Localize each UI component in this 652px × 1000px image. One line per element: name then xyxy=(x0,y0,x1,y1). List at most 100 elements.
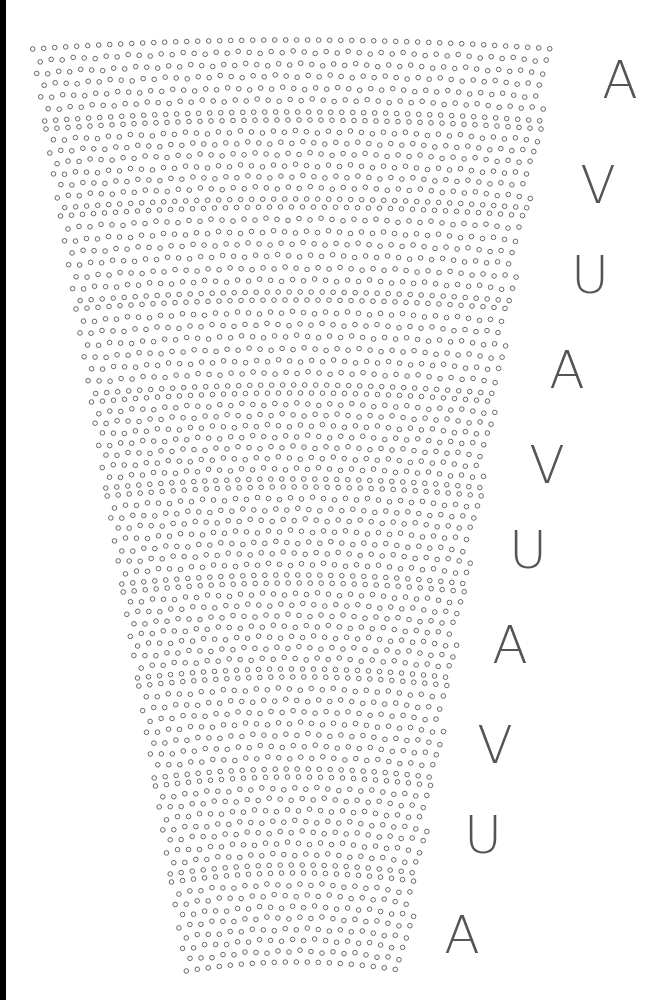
dot xyxy=(132,190,137,195)
dot xyxy=(408,324,413,329)
dot xyxy=(332,99,337,104)
dot xyxy=(537,119,542,124)
dot xyxy=(189,565,194,570)
dot xyxy=(308,150,313,155)
dot xyxy=(357,88,362,93)
dot xyxy=(495,260,500,265)
dot xyxy=(258,446,263,451)
dot xyxy=(244,99,249,104)
dot xyxy=(273,73,278,78)
dot xyxy=(524,206,529,211)
dot xyxy=(208,510,213,515)
dot xyxy=(470,440,475,445)
dot xyxy=(205,593,210,598)
dot xyxy=(88,191,93,196)
dot xyxy=(346,348,351,353)
dot xyxy=(293,591,298,596)
dot xyxy=(418,256,423,261)
dot xyxy=(421,208,426,213)
dot xyxy=(438,113,443,118)
dot xyxy=(277,99,282,104)
dot xyxy=(235,175,240,180)
dot xyxy=(198,583,203,588)
dot xyxy=(467,484,472,489)
dot xyxy=(211,563,216,568)
dot xyxy=(80,212,85,217)
dot xyxy=(293,231,298,236)
dot xyxy=(170,481,175,486)
dot xyxy=(131,549,136,554)
dot xyxy=(247,414,252,419)
dot xyxy=(452,328,457,333)
dot xyxy=(220,582,225,587)
dot xyxy=(122,365,127,370)
dot xyxy=(184,300,189,305)
dot xyxy=(82,93,87,98)
dot xyxy=(503,344,508,349)
dot xyxy=(199,426,204,431)
dot xyxy=(296,506,301,511)
dot xyxy=(445,54,450,59)
dot xyxy=(513,170,518,175)
dot xyxy=(340,508,345,513)
dot xyxy=(143,588,148,593)
dot xyxy=(111,431,116,436)
dot xyxy=(393,267,398,272)
dot xyxy=(319,254,324,259)
dot xyxy=(478,390,483,395)
dot xyxy=(92,147,97,152)
dot xyxy=(307,573,312,578)
dot xyxy=(291,49,296,54)
dot xyxy=(125,314,130,319)
dot xyxy=(62,138,67,143)
dot xyxy=(415,270,420,275)
dot xyxy=(132,156,137,161)
dot xyxy=(458,132,463,137)
dot xyxy=(241,542,246,547)
dot xyxy=(357,50,362,55)
dot xyxy=(370,231,375,236)
dot xyxy=(58,214,63,219)
dot xyxy=(209,187,214,192)
dot xyxy=(444,245,449,250)
dot xyxy=(144,460,149,465)
dot xyxy=(186,509,191,514)
dot xyxy=(159,481,164,486)
dot xyxy=(265,359,270,364)
dot xyxy=(417,577,422,582)
dot xyxy=(104,453,109,458)
dot xyxy=(301,279,306,284)
dot xyxy=(172,199,177,204)
dot xyxy=(445,417,450,422)
dot xyxy=(474,463,479,468)
dot xyxy=(288,495,293,500)
dot xyxy=(154,155,159,160)
dot xyxy=(507,69,512,74)
dot xyxy=(348,129,353,134)
dot xyxy=(250,468,255,473)
dot xyxy=(181,88,186,93)
dot xyxy=(158,178,163,183)
dot xyxy=(280,446,285,451)
dot xyxy=(225,86,230,91)
dot xyxy=(111,364,116,369)
dot xyxy=(107,443,112,448)
dot xyxy=(393,39,398,44)
dot xyxy=(293,128,298,133)
dot xyxy=(342,391,347,396)
dot xyxy=(165,255,170,260)
dot xyxy=(194,165,199,170)
dot xyxy=(66,159,71,164)
dot xyxy=(380,487,385,492)
dot xyxy=(390,414,395,419)
dot xyxy=(468,561,473,566)
dot xyxy=(156,566,161,571)
dot xyxy=(115,419,120,424)
dot xyxy=(208,575,213,580)
dot xyxy=(352,153,357,158)
dot xyxy=(418,153,423,158)
dot xyxy=(285,540,290,545)
dot xyxy=(149,556,154,561)
dot xyxy=(219,541,224,546)
dot xyxy=(145,100,150,105)
